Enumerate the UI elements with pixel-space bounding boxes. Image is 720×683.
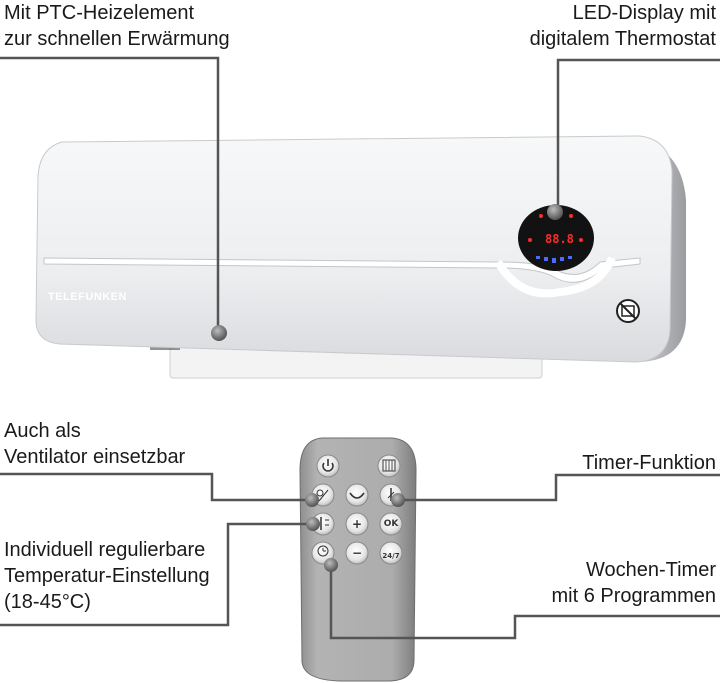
callout-ptc-line-1: Mit PTC-Heizelement <box>4 2 195 24</box>
plus-icon: + <box>352 517 362 531</box>
leader-timer <box>396 473 720 502</box>
endpoint-fan <box>305 493 319 507</box>
swing-icon <box>349 492 365 499</box>
heater-brand-logo: TELEFUNKEN <box>48 291 127 303</box>
remote-minus-button[interactable]: − <box>345 541 369 565</box>
callout-led-line-2: digitalem Thermostat <box>529 28 716 50</box>
callout-led-line-1: LED-Display mit <box>572 2 716 24</box>
callout-weekly-line-2: mit 6 Programmen <box>551 585 717 607</box>
remote-program-button[interactable]: 24/7 <box>379 541 403 565</box>
callout-ptc-line-2: zur schnellen Erwärmung <box>4 28 230 50</box>
remote-plus-button[interactable]: + <box>345 512 369 536</box>
callout-weekly-line-1: Wochen-Timer <box>585 559 716 581</box>
do-not-cover-icon <box>616 299 640 323</box>
callout-temp-line-3: (18-45°C) <box>4 591 91 613</box>
callout-fan: Auch als Ventilator einsetzbar <box>4 418 185 470</box>
leader-weekly <box>329 565 720 640</box>
callout-fan-line-1: Auch als <box>4 420 81 442</box>
grille-icon <box>382 459 396 472</box>
callout-timer-line-1: Timer-Funktion <box>582 452 716 474</box>
callout-led: LED-Display mit digitalem Thermostat <box>530 0 716 52</box>
display-arc <box>494 256 616 298</box>
endpoint-led <box>547 204 563 220</box>
heater-body <box>35 135 673 363</box>
callout-ptc: Mit PTC-Heizelement zur schnellen Erwärm… <box>4 0 230 52</box>
leader-fan <box>0 472 315 502</box>
endpoint-timer <box>391 493 405 507</box>
leader-lines <box>0 56 720 640</box>
leader-endpoints <box>211 204 563 572</box>
remote-power-button[interactable] <box>316 454 340 478</box>
minus-icon: − <box>352 546 362 560</box>
callout-temp-line-1: Individuell regulierbare <box>4 539 206 561</box>
display-indicators <box>528 212 583 263</box>
leader-ptc <box>0 56 220 332</box>
weekly-timer-icon <box>317 545 329 557</box>
mode-icon <box>316 489 329 502</box>
remote-display-button[interactable] <box>377 454 401 478</box>
program-label: 24/7 <box>382 552 399 560</box>
callout-temp: Individuell regulierbare Temperatur-Eins… <box>4 537 210 615</box>
led-display-reading: 88.8 <box>545 232 574 246</box>
temperature-icon <box>320 517 329 530</box>
remote-control: + OK − 24/7 <box>299 437 417 682</box>
endpoint-temp <box>306 517 320 531</box>
callout-temp-line-2: Temperatur-Einstellung <box>4 565 210 587</box>
endpoint-ptc <box>211 325 227 341</box>
timer-icon <box>387 488 395 501</box>
remote-swing-button[interactable] <box>345 483 369 507</box>
ok-label: OK <box>384 519 400 529</box>
remote-ok-button[interactable]: OK <box>379 512 403 536</box>
callout-fan-line-2: Ventilator einsetzbar <box>4 446 186 468</box>
power-icon <box>322 459 334 472</box>
callout-weekly: Wochen-Timer mit 6 Programmen <box>552 557 717 609</box>
endpoint-weekly <box>324 558 338 572</box>
callout-timer: Timer-Funktion <box>582 450 716 476</box>
leader-temp <box>0 522 314 627</box>
wall-heater: 88.8 TELEFUNKEN <box>35 135 686 379</box>
led-display-panel <box>518 205 594 271</box>
leader-led <box>556 58 720 212</box>
